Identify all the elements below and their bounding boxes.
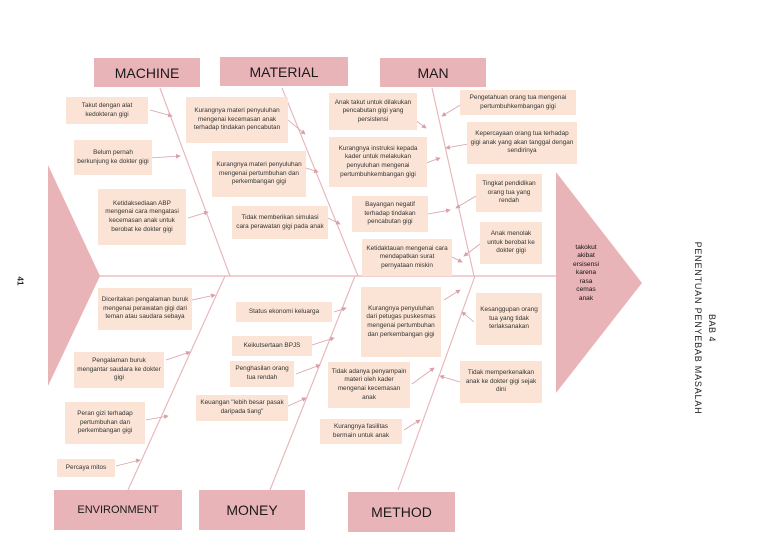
category-money: MONEY	[199, 490, 305, 530]
cause-method-inner-3: Kurangnya fasilitas bermain untuk anak	[320, 419, 402, 444]
cause-man-inner-1: Anak takut untuk dilakukan pencabutan gi…	[329, 93, 417, 130]
arrow	[463, 243, 481, 257]
page-number: 41	[15, 276, 25, 286]
cause-man-inner-3: Bayangan negatif terhadap tindakan penca…	[352, 196, 428, 232]
category-method: METHOD	[348, 492, 455, 532]
fish-head	[556, 172, 642, 393]
arrow	[403, 419, 421, 431]
cause-environment-3: Peran gizi terhadap pertumbuhan dan perk…	[65, 402, 145, 444]
arrow	[455, 195, 477, 209]
problem-statement-text: takokut akibat ersisensi karena rasa cem…	[572, 244, 600, 302]
arrow	[427, 208, 451, 215]
category-environment: ENVIRONMENT	[54, 490, 182, 530]
arrow	[149, 109, 173, 118]
cause-material-3: Tidak memberikan simulasi cara perawatan…	[232, 206, 328, 239]
category-man: MAN	[380, 58, 486, 87]
cause-environment-4: Percaya mitos	[57, 459, 115, 477]
arrow	[425, 157, 441, 164]
arrow	[333, 306, 347, 313]
chapter-label: BAB 4	[707, 313, 717, 343]
cause-money-1: Status ekonomi keluarga	[236, 302, 332, 322]
cause-money-4: Keuangan "lebih besar pasak daripada tia…	[196, 395, 288, 421]
cause-man-inner-4: Ketidaktauan mengenai cara mendapatkan s…	[362, 239, 452, 276]
cause-man-outer-3: Tingkat pendidikan orang tua yang rendah	[476, 174, 542, 212]
cause-machine-1: Takut dengan alat kedokteran gigi	[66, 97, 148, 124]
bone-machine	[159, 87, 231, 277]
cause-environment-1: Diceritakan pengalaman buruk mengenai pe…	[98, 288, 192, 330]
cause-material-1: Kurangnya materi penyuluhan mengenai kec…	[186, 97, 288, 143]
bone-environment	[127, 275, 226, 491]
cause-money-2: Keikutsertaan BPJS	[232, 336, 312, 356]
cause-method-inner-1: Kurangnya penyuluhan dari petugas puskes…	[361, 287, 441, 357]
chapter-title: PENENTUAN PENYEBAB MASALAH	[693, 241, 703, 415]
arrow	[191, 293, 216, 301]
bone-money	[269, 275, 356, 491]
arrow	[311, 336, 335, 346]
arrow	[115, 458, 141, 467]
category-material: MATERIAL	[220, 57, 348, 86]
arrow	[295, 364, 321, 375]
category-machine: MACHINE	[94, 58, 200, 87]
arrow	[305, 167, 319, 174]
arrow	[445, 143, 469, 150]
problem-statement: takokut akibat ersisensi karena rasa cem…	[568, 244, 604, 303]
arrow	[287, 397, 307, 407]
bone-material	[281, 87, 359, 277]
cause-method-inner-2: Tidak adanya penyampain materi oleh kade…	[328, 362, 410, 408]
arrow	[327, 217, 341, 225]
cause-man-outer-1: Pengetahuan orang tua mengenai pertumbuh…	[460, 90, 576, 115]
arrow	[461, 311, 475, 323]
cause-method-outer-2: Tidak memperkenalkan anak ke dokter gigi…	[460, 361, 542, 403]
cause-material-2: Kurangnya materi penyuluhan mengenai per…	[212, 151, 306, 197]
arrow	[443, 289, 461, 301]
cause-money-3: Penghasilan orang tua rendah	[230, 361, 294, 387]
arrow	[187, 210, 209, 219]
arrow	[449, 255, 463, 263]
arrow	[439, 374, 461, 383]
bone-man	[431, 87, 475, 277]
cause-man-outer-4: Anak menolak untuk berobat ke dokter gig…	[480, 222, 542, 264]
cause-method-outer-1: Kesanggupan orang tua yang tidak terlaks…	[476, 293, 542, 345]
arrow	[165, 350, 191, 361]
arrow	[149, 153, 181, 159]
arrow	[287, 119, 306, 135]
arrow	[411, 367, 435, 385]
cause-machine-2: Belum pernah berkunjung ke dokter gigi	[74, 140, 152, 175]
cause-man-outer-2: Kepercayaan orang tua terhadap gigi anak…	[467, 122, 577, 164]
fish-tail	[48, 165, 100, 386]
arrow	[441, 103, 463, 117]
cause-man-inner-2: Kurangnya instruksi kepada kader untuk m…	[329, 137, 427, 187]
arrow	[145, 414, 169, 421]
cause-machine-3: Ketidaksediaan ABP mengenai cara mengata…	[98, 189, 186, 245]
cause-environment-2: Pengalaman buruk mengantar saudara ke do…	[74, 352, 164, 388]
